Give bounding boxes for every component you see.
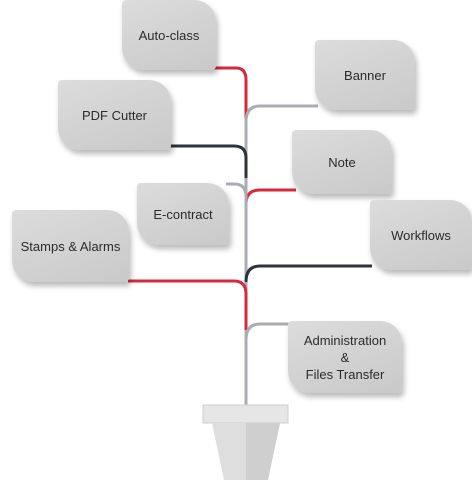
node-pdf-cutter: PDF Cutter: [58, 80, 171, 150]
branch-banner: [244, 104, 318, 123]
node-auto-class-label: Auto-class: [138, 27, 200, 43]
node-workflows: Workflows: [370, 200, 472, 270]
branch-auto-class: [210, 66, 248, 118]
node-stamps-alarms-label: Stamps & Alarms: [20, 238, 121, 254]
pot: [202, 404, 289, 480]
node-banner: Banner: [315, 40, 415, 110]
node-note-label: Note: [328, 154, 356, 170]
node-banner-label: Banner: [344, 67, 386, 83]
pot-rim: [202, 404, 289, 424]
branch-administration: [244, 322, 290, 341]
node-auto-class: Auto-class: [122, 0, 216, 70]
branch-note: [244, 188, 296, 205]
node-note: Note: [292, 130, 392, 194]
node-e-contract: E-contract: [137, 183, 229, 245]
node-administration-line2: &: [340, 349, 350, 365]
branch-stamps-alarms: [128, 279, 248, 330]
node-workflows-label: Workflows: [391, 227, 451, 243]
branch-e-contract: [226, 182, 248, 216]
pot-shade: [246, 423, 280, 480]
node-stamps-alarms: Stamps & Alarms: [12, 210, 129, 282]
node-administration-line3: Files Transfer: [305, 366, 385, 382]
node-administration-line1: Administration: [303, 332, 387, 348]
node-pdf-cutter-label: PDF Cutter: [81, 107, 147, 123]
node-e-contract-label: E-contract: [153, 206, 213, 222]
node-administration: Administration & Files Transfer: [288, 321, 402, 393]
branch-workflows: [244, 264, 372, 283]
branch-pdf-cutter: [168, 144, 248, 178]
